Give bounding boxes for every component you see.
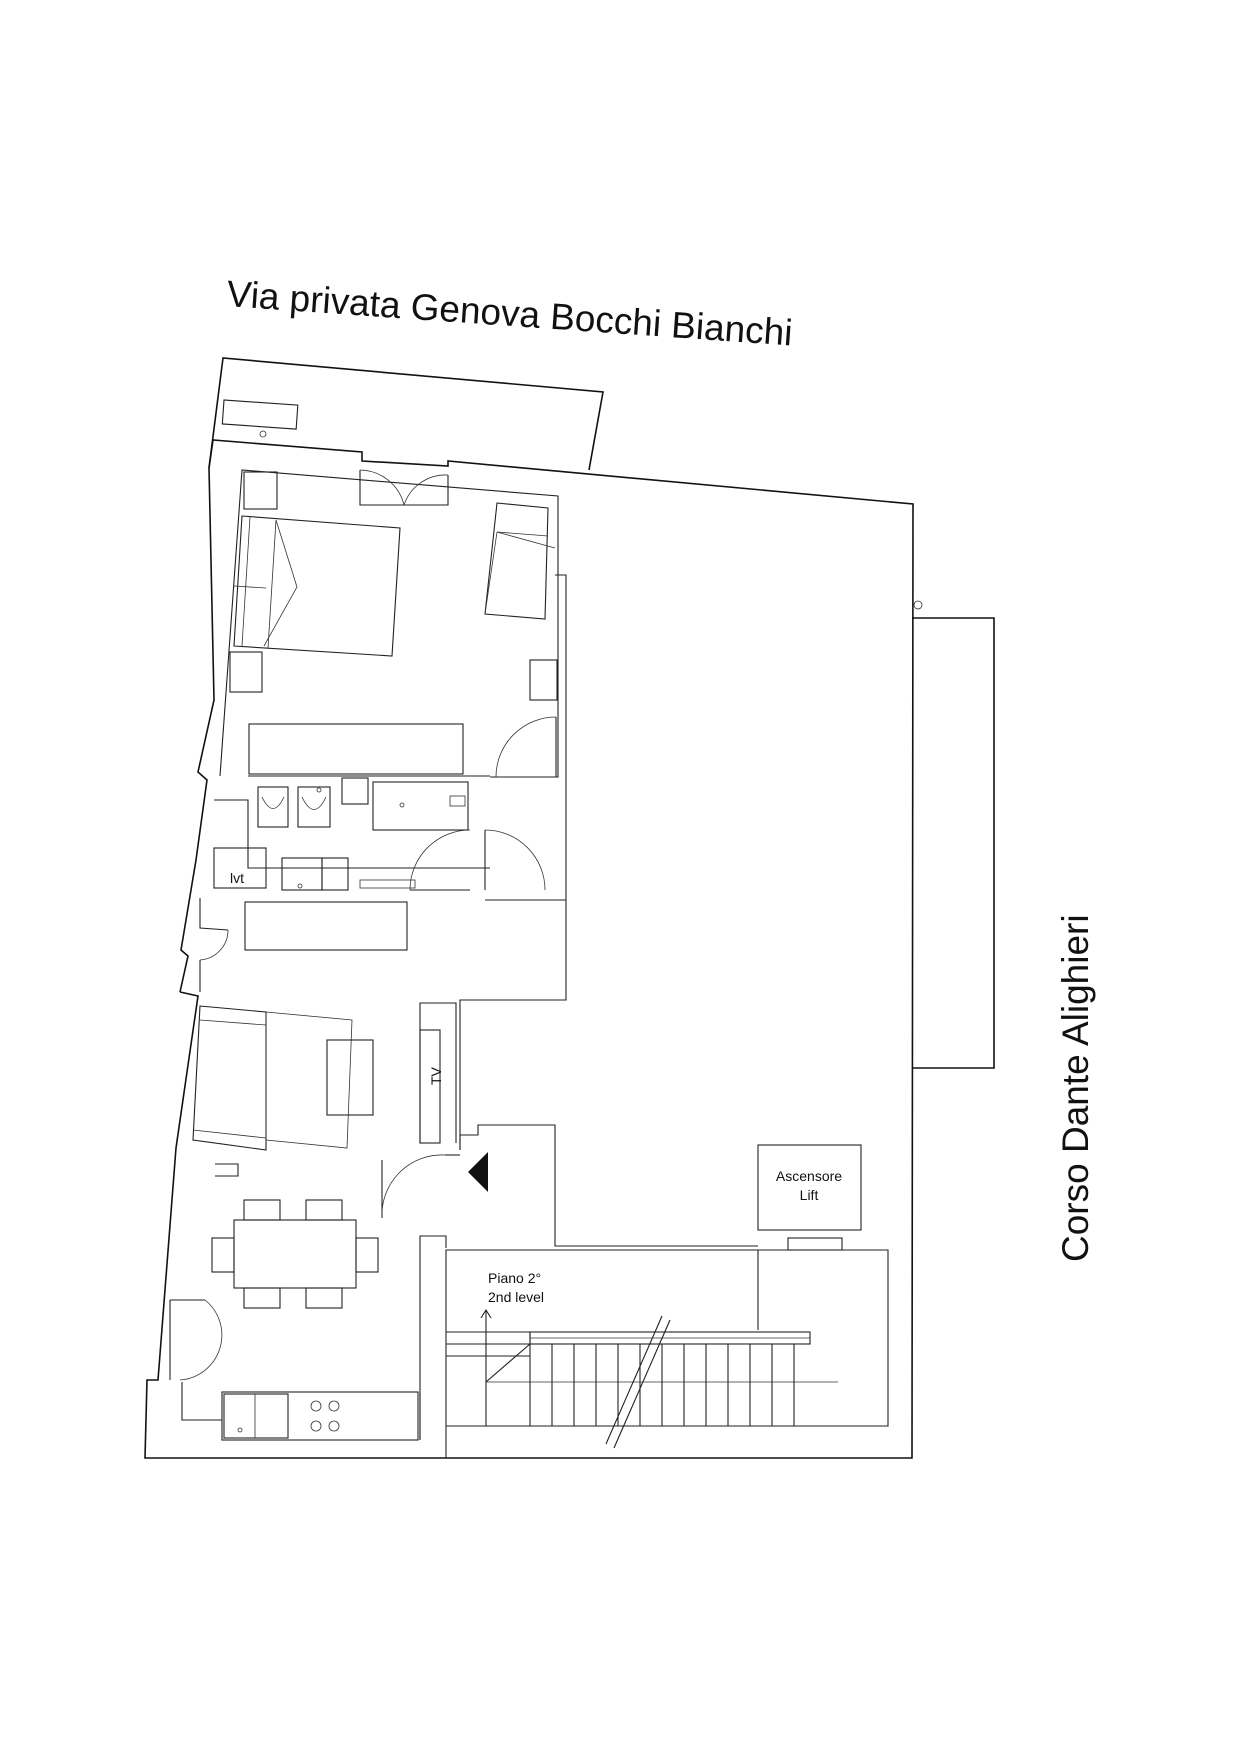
kitchen	[181, 1382, 421, 1441]
level-label-en: 2nd level	[488, 1289, 544, 1305]
balcony-east	[912, 600, 995, 1069]
corridor	[199, 898, 758, 1247]
street-label-north: Via privata Genova Bocchi Bianchi	[225, 273, 793, 353]
street-label-east: Corso Dante Alighieri	[1055, 914, 1096, 1262]
stairwell: Piano 2° 2nd level	[419, 1235, 889, 1458]
lift-label-en: Lift	[800, 1187, 819, 1203]
lift: Ascensore Lift	[757, 1144, 862, 1251]
living-room: TV	[192, 1002, 488, 1219]
bedroom	[219, 469, 567, 860]
balcony-north	[208, 357, 604, 471]
tv-label: TV	[428, 1066, 444, 1085]
exterior-walls	[144, 439, 914, 1459]
entrance-arrow-icon	[468, 1152, 488, 1192]
lift-label-it: Ascensore	[776, 1168, 842, 1184]
bathroom: lvt	[213, 775, 567, 901]
level-label-it: Piano 2°	[488, 1270, 541, 1286]
laundry-label: lvt	[230, 870, 244, 886]
dining-area	[169, 1199, 379, 1381]
